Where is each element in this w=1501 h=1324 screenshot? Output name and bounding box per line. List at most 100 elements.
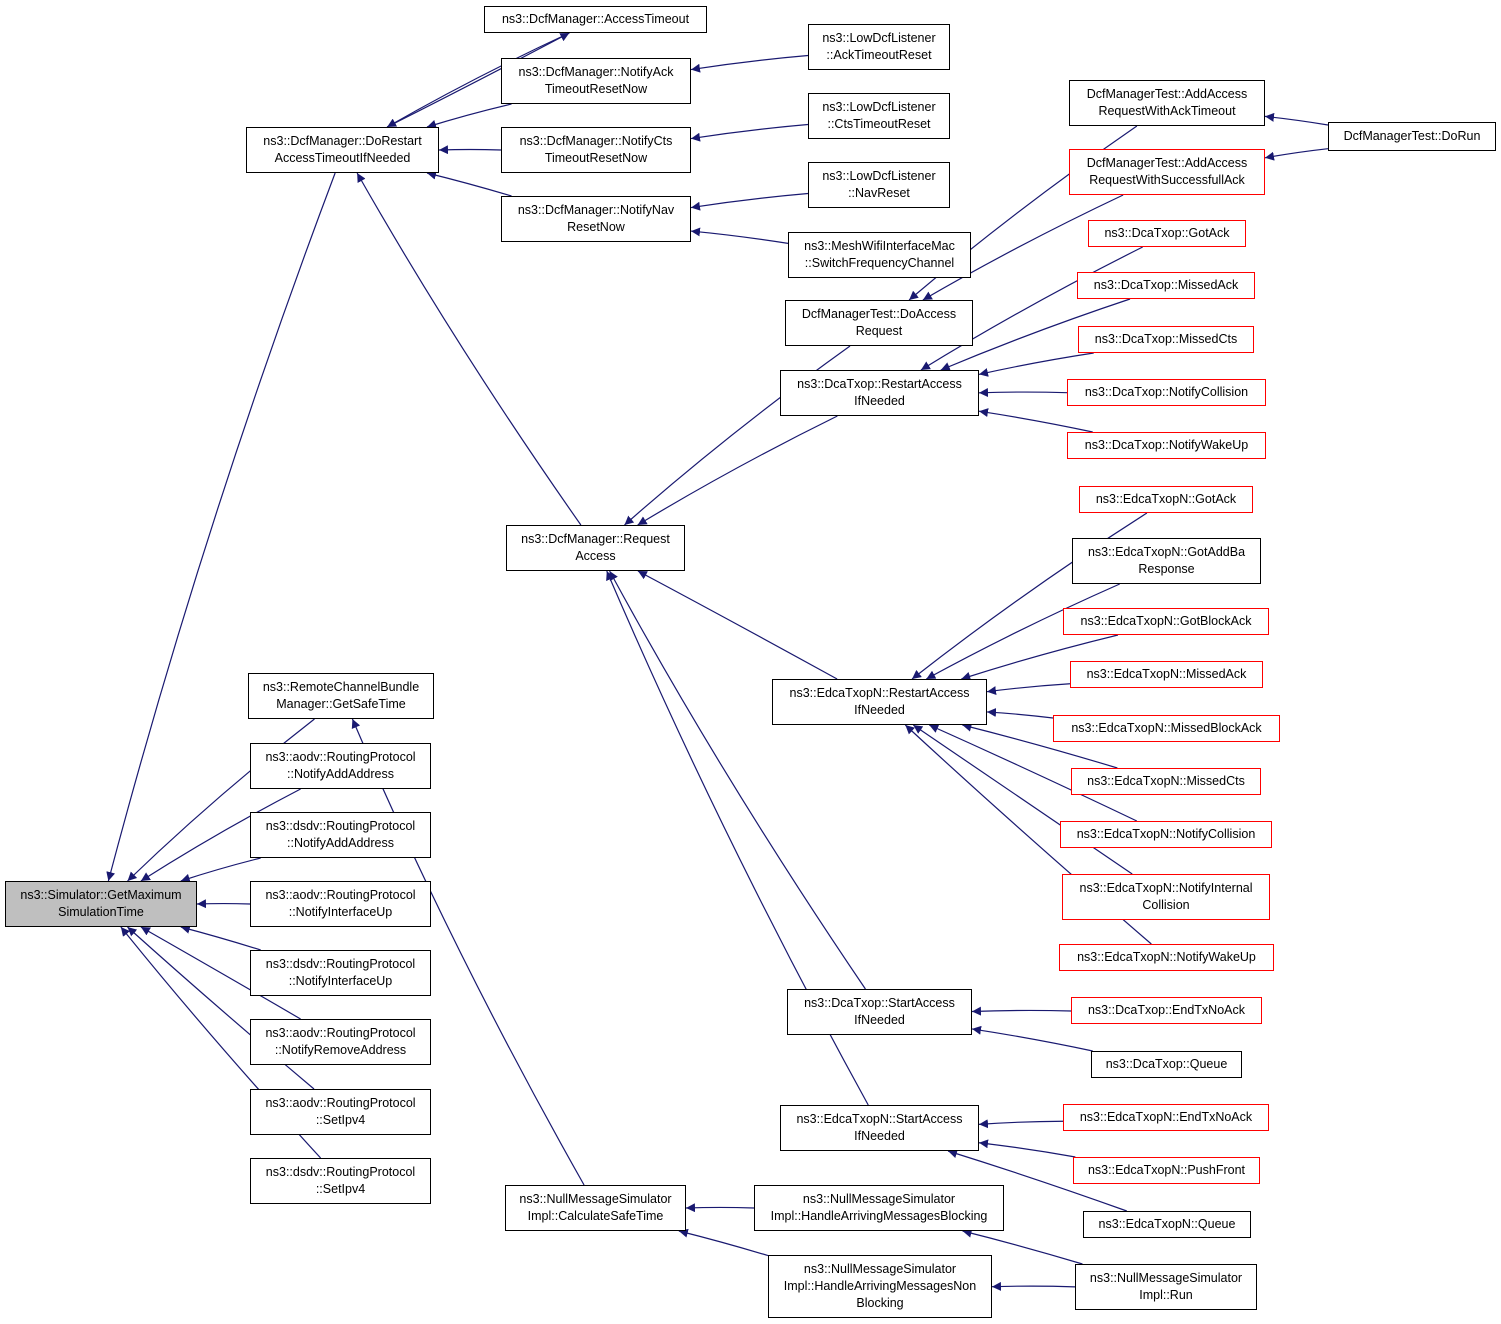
edge-dcaNotifyWakeUp-to-dcaRestart bbox=[978, 408, 1093, 433]
edge-nullRun-to-nullHandleNon bbox=[991, 1281, 1076, 1291]
node-label-line: ns3::EdcaTxopN::PushFront bbox=[1087, 1163, 1246, 1177]
node-label-line: IfNeeded bbox=[854, 1129, 905, 1143]
node-label-line: ns3::LowDcfListener bbox=[822, 169, 936, 183]
node-label-line: ResetNow bbox=[567, 220, 625, 234]
node-dca-missed-cts[interactable]: ns3::DcaTxop::MissedCts bbox=[1078, 326, 1254, 353]
node-low-cts[interactable]: ns3::LowDcfListener::CtsTimeoutReset bbox=[808, 93, 950, 139]
edge-dcaMissedCts-to-dcaRestart bbox=[978, 352, 1094, 377]
node-label-line: ::NotifyAddAddress bbox=[287, 836, 394, 850]
node-label-line: ns3::DcaTxop::Queue bbox=[1105, 1057, 1228, 1071]
edge-aodvNotifyAdd-to-root bbox=[140, 788, 301, 882]
node-edca-queue[interactable]: ns3::EdcaTxopN::Queue bbox=[1083, 1211, 1251, 1238]
node-label-line: ns3::DcaTxop::EndTxNoAck bbox=[1087, 1003, 1245, 1017]
node-dca-notify-collision[interactable]: ns3::DcaTxop::NotifyCollision bbox=[1067, 379, 1266, 406]
node-aodv-set-ipv4[interactable]: ns3::aodv::RoutingProtocol::SetIpv4 bbox=[250, 1089, 431, 1135]
node-label-line: Request bbox=[855, 324, 903, 338]
node-edca-missed-block-ack[interactable]: ns3::EdcaTxopN::MissedBlockAck bbox=[1053, 715, 1280, 742]
node-edca-end-tx[interactable]: ns3::EdcaTxopN::EndTxNoAck bbox=[1063, 1104, 1269, 1131]
node-low-nav[interactable]: ns3::LowDcfListener::NavReset bbox=[808, 162, 950, 208]
node-label-line: Collision bbox=[1142, 898, 1190, 912]
edge-edcaRestart-to-requestAccess bbox=[637, 570, 838, 680]
node-label-line: DcfManagerTest::AddAccess bbox=[1086, 87, 1248, 101]
edge-edcaGotAddBa-to-edcaRestart bbox=[926, 583, 1120, 680]
node-label-line: ::SetIpv4 bbox=[315, 1113, 366, 1127]
node-label-line: ns3::NullMessageSimulator bbox=[1089, 1271, 1243, 1285]
node-dca-missed-ack[interactable]: ns3::DcaTxop::MissedAck bbox=[1077, 272, 1255, 299]
node-dsdv-if-up[interactable]: ns3::dsdv::RoutingProtocol::NotifyInterf… bbox=[250, 950, 431, 996]
node-label-line: ns3::dsdv::RoutingProtocol bbox=[265, 957, 416, 971]
node-label-line: ns3::DcfManager::Request bbox=[521, 532, 670, 546]
node-label-line: ns3::MeshWifiInterfaceMac bbox=[804, 239, 955, 253]
node-access-timeout[interactable]: ns3::DcfManager::AccessTimeout bbox=[484, 6, 707, 33]
node-label-line: ns3::DcaTxop::StartAccess bbox=[804, 996, 955, 1010]
node-aodv-remove[interactable]: ns3::aodv::RoutingProtocol::NotifyRemove… bbox=[250, 1019, 431, 1065]
node-dca-queue[interactable]: ns3::DcaTxop::Queue bbox=[1091, 1051, 1242, 1078]
node-edca-missed-cts[interactable]: ns3::EdcaTxopN::MissedCts bbox=[1071, 768, 1261, 795]
edge-testDoAccess-to-requestAccess bbox=[624, 345, 851, 526]
node-aodv-notify-add[interactable]: ns3::aodv::RoutingProtocol::NotifyAddAdd… bbox=[250, 743, 431, 789]
node-label-line: ns3::NullMessageSimulator bbox=[803, 1262, 957, 1276]
node-label-line: ::NavReset bbox=[848, 186, 910, 200]
edge-doRestart-to-accessTimeout bbox=[386, 32, 570, 128]
node-label-line: ns3::DcaTxop::NotifyWakeUp bbox=[1084, 438, 1249, 452]
node-label-line: ::NotifyInterfaceUp bbox=[288, 974, 393, 988]
node-label-line: Impl::HandleArrivingMessagesBlocking bbox=[770, 1209, 988, 1223]
edge-edcaMissedCts-to-edcaRestart bbox=[962, 722, 1118, 769]
node-label-line: ns3::DcfManager::DoRestart bbox=[263, 134, 422, 148]
node-edca-got-ack[interactable]: ns3::EdcaTxopN::GotAck bbox=[1079, 486, 1253, 513]
node-label-line: AccessTimeoutIfNeeded bbox=[274, 151, 411, 165]
node-label-line: IfNeeded bbox=[854, 1013, 905, 1027]
node-label-line: ::NotifyInterfaceUp bbox=[288, 905, 393, 919]
node-edca-push-front[interactable]: ns3::EdcaTxopN::PushFront bbox=[1073, 1157, 1260, 1184]
node-edca-notify-wake-up[interactable]: ns3::EdcaTxopN::NotifyWakeUp bbox=[1059, 944, 1274, 971]
node-label-line: ns3::EdcaTxopN::EndTxNoAck bbox=[1079, 1110, 1253, 1124]
edge-aodvSetIpv4-to-root bbox=[127, 926, 315, 1090]
node-label-line: RequestWithAckTimeout bbox=[1098, 104, 1236, 118]
node-dca-end-tx[interactable]: ns3::DcaTxop::EndTxNoAck bbox=[1071, 997, 1262, 1024]
node-label-line: ns3::DcaTxop::RestartAccess bbox=[797, 377, 962, 391]
node-edca-got-block-ack[interactable]: ns3::EdcaTxopN::GotBlockAck bbox=[1063, 608, 1269, 635]
node-edca-notify-collision[interactable]: ns3::EdcaTxopN::NotifyCollision bbox=[1060, 821, 1272, 848]
node-low-ack[interactable]: ns3::LowDcfListener::AckTimeoutReset bbox=[808, 24, 950, 70]
node-test-do-run[interactable]: DcfManagerTest::DoRun bbox=[1328, 122, 1496, 151]
node-mesh-switch[interactable]: ns3::MeshWifiInterfaceMac::SwitchFrequen… bbox=[788, 232, 971, 278]
edge-notifyNav-to-doRestart bbox=[426, 170, 512, 197]
node-dsdv-notify-add[interactable]: ns3::dsdv::RoutingProtocol::NotifyAddAdd… bbox=[250, 812, 431, 858]
node-label-line: Access bbox=[575, 549, 616, 563]
node-aodv-if-up[interactable]: ns3::aodv::RoutingProtocol::NotifyInterf… bbox=[250, 881, 431, 927]
node-dca-notify-wake-up[interactable]: ns3::DcaTxop::NotifyWakeUp bbox=[1067, 432, 1266, 459]
node-label-line: ns3::EdcaTxopN::MissedAck bbox=[1086, 667, 1247, 681]
node-dca-got-ack[interactable]: ns3::DcaTxop::GotAck bbox=[1088, 220, 1246, 247]
node-label-line: ::NotifyAddAddress bbox=[287, 767, 394, 781]
node-label-line: ns3::DcfManager::NotifyCts bbox=[519, 134, 673, 148]
edge-dcaQueue-to-dcaStart bbox=[971, 1025, 1093, 1052]
node-label-line: ns3::DcaTxop::MissedAck bbox=[1093, 278, 1239, 292]
node-dsdv-set-ipv4[interactable]: ns3::dsdv::RoutingProtocol::SetIpv4 bbox=[250, 1158, 431, 1204]
node-label-line: ns3::DcfManager::AccessTimeout bbox=[501, 12, 690, 26]
node-edca-missed-ack[interactable]: ns3::EdcaTxopN::MissedAck bbox=[1070, 661, 1263, 688]
node-label-line: ns3::LowDcfListener bbox=[822, 31, 936, 45]
node-label-line: Impl::Run bbox=[1139, 1288, 1193, 1302]
node-label-line: ns3::NullMessageSimulator bbox=[802, 1192, 956, 1206]
